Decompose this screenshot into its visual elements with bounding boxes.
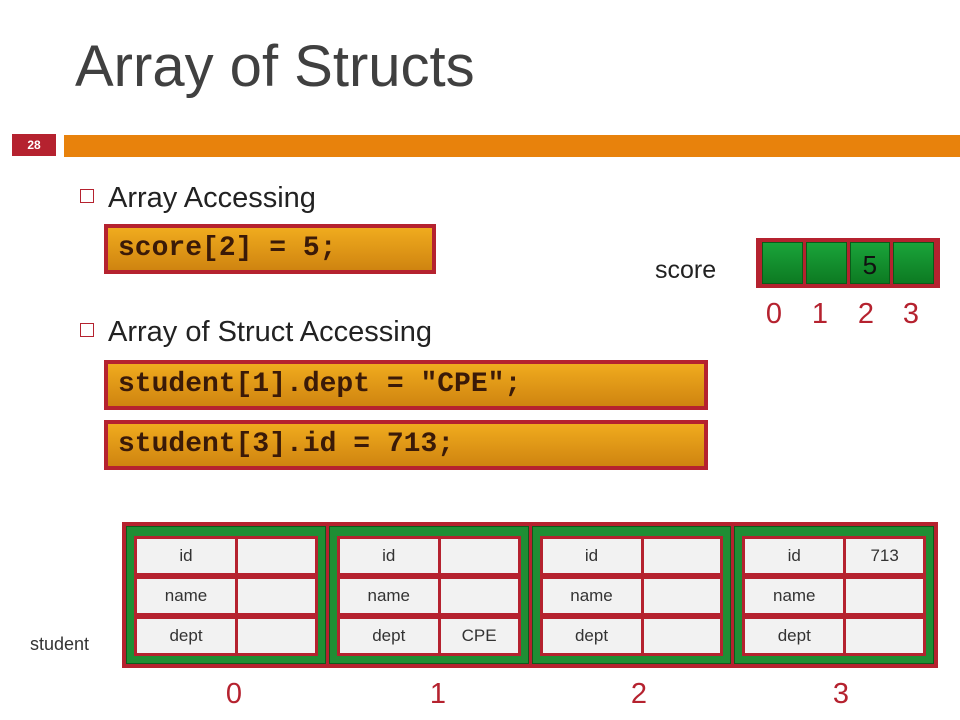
field-value: [643, 579, 721, 613]
field-row: name: [742, 576, 926, 616]
score-cell: [762, 242, 803, 284]
field-value: CPE: [440, 619, 518, 653]
bullet-text: Array Accessing: [108, 182, 316, 214]
code-line: score[2] = 5;: [104, 224, 436, 274]
field-row: dept: [134, 616, 318, 656]
bullet-box-icon: [80, 189, 94, 204]
score-index: 2: [857, 298, 875, 330]
bullet-array-accessing: Array Accessing: [80, 184, 316, 213]
field-value: [440, 579, 518, 613]
score-cell: 5: [849, 242, 891, 284]
field-row: name: [134, 576, 318, 616]
field-name: id: [339, 539, 438, 573]
field-name: id: [542, 539, 641, 573]
student-index: 3: [832, 678, 850, 710]
score-cell: [893, 242, 934, 284]
bullet-box-icon: [80, 323, 94, 338]
field-value: [440, 539, 518, 573]
score-index: 1: [811, 298, 829, 330]
field-value: 713: [846, 539, 923, 573]
field-row: dept: [742, 616, 926, 656]
student-element: id name dept: [126, 526, 326, 664]
field-row: id: [336, 536, 521, 576]
field-value: [238, 619, 315, 653]
student-index: 0: [225, 678, 243, 710]
field-value: [643, 539, 721, 573]
bullet-text: Array of Struct Accessing: [108, 316, 432, 348]
slide-title: Array of Structs: [75, 34, 475, 99]
field-row: id: [134, 536, 318, 576]
field-name: dept: [542, 619, 641, 653]
field-row: name: [539, 576, 724, 616]
field-name: id: [745, 539, 844, 573]
field-value: [846, 579, 923, 613]
field-name: name: [745, 579, 844, 613]
field-name: name: [339, 579, 438, 613]
field-name: dept: [339, 619, 438, 653]
field-value: [643, 619, 721, 653]
slide-number: 28: [12, 134, 56, 156]
field-name: dept: [745, 619, 844, 653]
score-array-label: score: [655, 256, 717, 284]
field-value: [238, 579, 315, 613]
field-row: dept: [539, 616, 724, 656]
score-index: 3: [902, 298, 920, 330]
field-row: id: [539, 536, 724, 576]
field-name: dept: [137, 619, 235, 653]
student-element: id name dept: [531, 526, 732, 664]
code-line: student[3].id = 713;: [104, 420, 708, 470]
score-cell: [805, 242, 847, 284]
student-index: 2: [630, 678, 648, 710]
field-value: [846, 619, 923, 653]
field-row: name: [336, 576, 521, 616]
score-array: 5: [756, 238, 940, 288]
student-index: 1: [429, 678, 447, 710]
field-name: name: [137, 579, 235, 613]
bullet-struct-accessing: Array of Struct Accessing: [80, 318, 432, 347]
field-name: id: [137, 539, 235, 573]
code-line: student[1].dept = "CPE";: [104, 360, 708, 410]
student-array-label: student: [30, 634, 90, 654]
header-bar: [64, 135, 960, 157]
field-value: [238, 539, 315, 573]
score-index: 0: [765, 298, 783, 330]
field-name: name: [542, 579, 641, 613]
